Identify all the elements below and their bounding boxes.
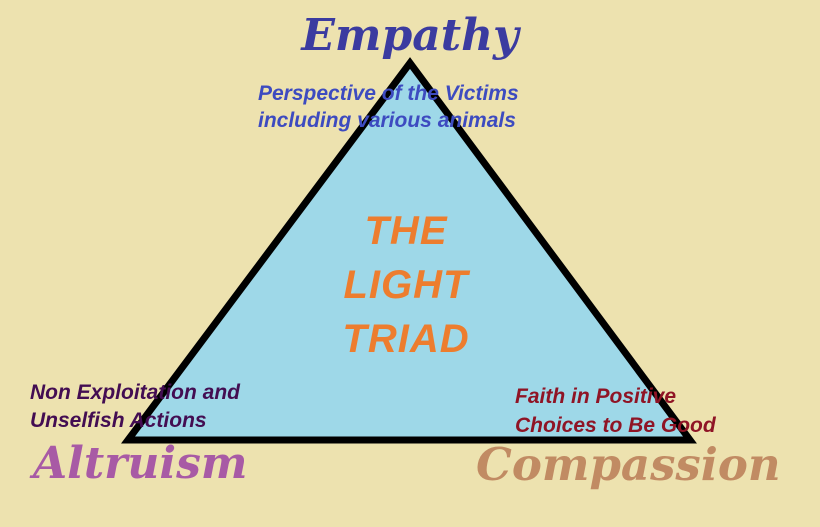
compassion-description-line-2: Choices to Be Good — [515, 414, 716, 437]
altruism-description-line-1: Non Exploitation and — [30, 381, 240, 404]
vertex-label-altruism: Altruism — [33, 438, 248, 489]
center-title-line-2: LIGHT — [343, 263, 469, 307]
vertex-description-compassion: Faith in Positive Choices to Be Good — [515, 382, 716, 440]
altruism-description-line-2: Unselfish Actions — [30, 409, 207, 432]
vertex-label-empathy: Empathy — [301, 10, 519, 61]
empathy-description-line-2: including various animals — [258, 109, 516, 132]
empathy-description-line-1: Perspective of the Victims — [258, 82, 519, 105]
compassion-description-line-1: Faith in Positive — [515, 385, 677, 408]
center-title-line-3: TRIAD — [342, 317, 470, 361]
center-title-line-1: THE — [364, 209, 448, 253]
vertex-label-compassion: Compassion — [476, 438, 781, 491]
triangle-polygon — [121, 57, 697, 444]
center-title: THE LIGHT TRIAD — [146, 204, 666, 366]
vertex-description-empathy: Perspective of the Victims including var… — [258, 80, 519, 134]
vertex-description-altruism: Non Exploitation and Unselfish Actions — [30, 379, 240, 435]
